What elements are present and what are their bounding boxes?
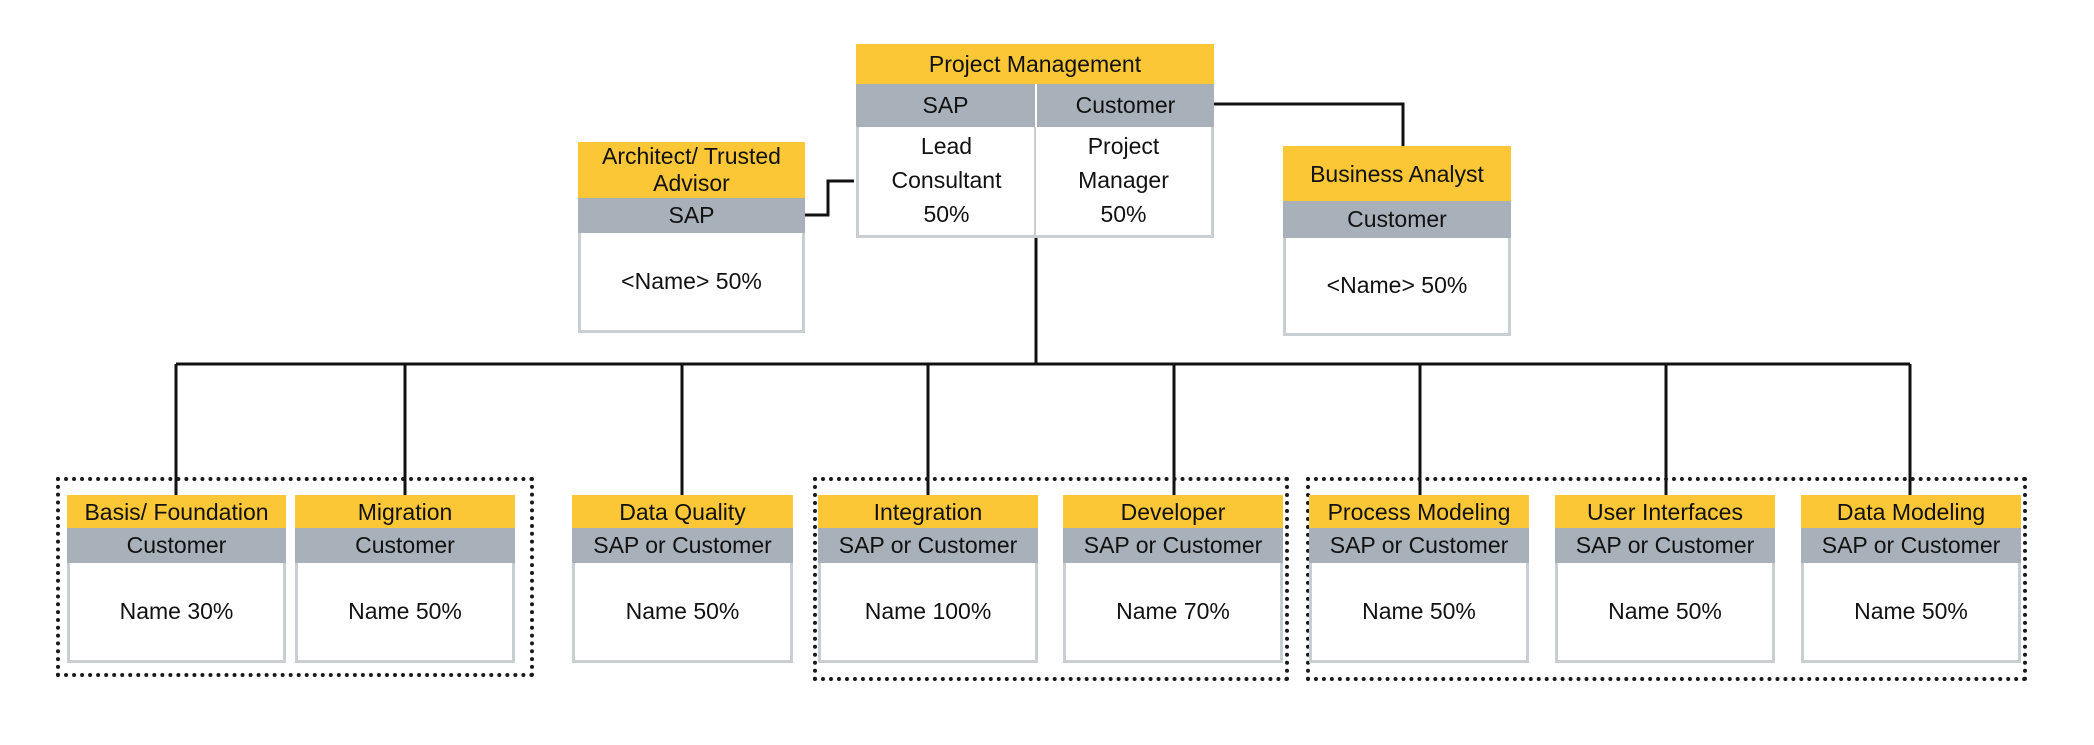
team-group-frame-2 bbox=[813, 477, 1289, 681]
team-box-data-modeling: Data Modeling SAP or Customer Name 50% bbox=[1801, 495, 2021, 663]
team-body: Name 50% bbox=[1555, 563, 1775, 663]
team-box-basis-foundation: Basis/ Foundation Customer Name 30% bbox=[67, 495, 286, 663]
team-box-developer: Developer SAP or Customer Name 70% bbox=[1063, 495, 1283, 663]
team-body: Name 30% bbox=[67, 563, 286, 663]
project-manager-cell: Project Manager 50% bbox=[1035, 127, 1214, 238]
project-management-customer-column: Customer Project Manager 50% bbox=[1035, 84, 1214, 238]
team-title: Data Modeling bbox=[1801, 495, 2021, 528]
team-box-user-interfaces: User Interfaces SAP or Customer Name 50% bbox=[1555, 495, 1775, 663]
team-group-frame-1 bbox=[56, 477, 534, 677]
team-box-integration: Integration SAP or Customer Name 100% bbox=[818, 495, 1038, 663]
business-analyst-title: Business Analyst bbox=[1283, 146, 1511, 201]
project-manager-line2: Manager bbox=[1078, 166, 1169, 193]
business-analyst-box: Business Analyst Customer <Name> 50% bbox=[1283, 146, 1511, 336]
architect-title-line1: Architect/ Trusted bbox=[602, 143, 781, 169]
customer-label: Customer bbox=[1035, 84, 1214, 127]
team-box-process-modeling: Process Modeling SAP or Customer Name 50… bbox=[1309, 495, 1529, 663]
team-org: SAP or Customer bbox=[1801, 528, 2021, 563]
project-manager-pct: 50% bbox=[1100, 200, 1147, 227]
team-body: Name 50% bbox=[295, 563, 515, 663]
team-org: Customer bbox=[295, 528, 515, 563]
team-org: SAP or Customer bbox=[1063, 528, 1283, 563]
team-title: Basis/ Foundation bbox=[67, 495, 286, 528]
lead-consultant-cell: Lead Consultant 50% bbox=[856, 127, 1035, 238]
team-org: SAP or Customer bbox=[572, 528, 793, 563]
team-body: Name 50% bbox=[572, 563, 793, 663]
sap-label: SAP bbox=[856, 84, 1035, 127]
lead-consultant-pct: 50% bbox=[923, 200, 970, 227]
team-title: Migration bbox=[295, 495, 515, 528]
project-management-box: Project Management SAP Lead Consultant 5… bbox=[856, 44, 1214, 238]
architect-org: SAP bbox=[578, 198, 805, 233]
team-org: Customer bbox=[67, 528, 286, 563]
team-title: Data Quality bbox=[572, 495, 793, 528]
team-body: Name 50% bbox=[1801, 563, 2021, 663]
architect-title: Architect/ Trusted Advisor bbox=[578, 142, 805, 198]
lead-consultant-line2: Consultant bbox=[891, 166, 1002, 193]
team-title: Process Modeling bbox=[1309, 495, 1529, 528]
project-manager-line1: Project bbox=[1087, 132, 1160, 159]
lead-consultant-line1: Lead bbox=[920, 132, 973, 159]
business-analyst-body: <Name> 50% bbox=[1283, 238, 1511, 336]
architect-body: <Name> 50% bbox=[578, 233, 805, 333]
architect-box: Architect/ Trusted Advisor SAP <Name> 50… bbox=[578, 142, 805, 333]
team-body: Name 100% bbox=[818, 563, 1038, 663]
team-title: User Interfaces bbox=[1555, 495, 1775, 528]
team-body: Name 50% bbox=[1309, 563, 1529, 663]
team-box-migration: Migration Customer Name 50% bbox=[295, 495, 515, 663]
project-management-title: Project Management bbox=[856, 44, 1214, 84]
team-title: Developer bbox=[1063, 495, 1283, 528]
team-box-data-quality: Data Quality SAP or Customer Name 50% bbox=[572, 495, 793, 663]
team-title: Integration bbox=[818, 495, 1038, 528]
team-org: SAP or Customer bbox=[818, 528, 1038, 563]
team-body: Name 70% bbox=[1063, 563, 1283, 663]
team-group-frame-3 bbox=[1306, 477, 2027, 681]
business-analyst-org: Customer bbox=[1283, 201, 1511, 238]
project-management-sap-column: SAP Lead Consultant 50% bbox=[856, 84, 1035, 238]
team-org: SAP or Customer bbox=[1309, 528, 1529, 563]
architect-title-line2: Advisor bbox=[653, 170, 730, 196]
team-org: SAP or Customer bbox=[1555, 528, 1775, 563]
